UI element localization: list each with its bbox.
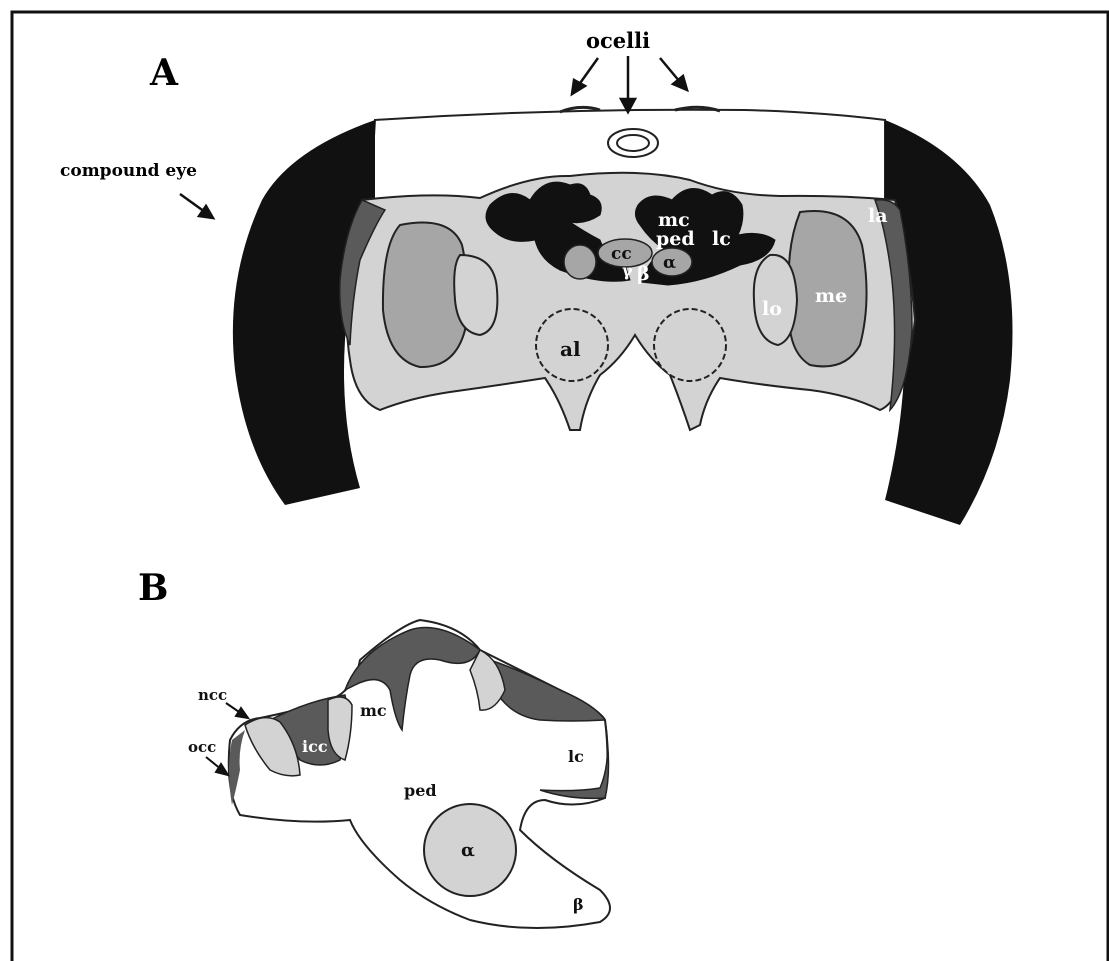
antennal-lobe-right <box>654 309 726 381</box>
label-gamma-a: γ <box>622 261 633 280</box>
label-me: me <box>815 285 847 307</box>
label-la: la <box>868 205 888 227</box>
label-lo: lo <box>762 298 782 320</box>
label-ncc: ncc <box>198 686 227 704</box>
label-occ: occ <box>188 738 216 756</box>
lobula-left <box>454 255 497 335</box>
panel-b-letter: B <box>138 567 168 609</box>
label-alpha-b: α <box>461 840 475 861</box>
label-compound-eye: compound eye <box>60 161 197 181</box>
label-beta-b: β <box>573 895 584 914</box>
label-alpha-a: α <box>663 253 676 273</box>
label-al: al <box>560 337 581 361</box>
label-ocelli: ocelli <box>586 28 650 53</box>
label-lc-a: lc <box>712 228 731 250</box>
label-mc-b: mc <box>360 701 387 720</box>
alpha-lobe-a-left <box>564 245 596 279</box>
panel-a-letter: A <box>149 52 179 94</box>
label-ped-b: ped <box>404 781 437 800</box>
label-lc-b: lc <box>568 747 584 766</box>
label-beta-a: β <box>637 263 650 285</box>
label-ped-a: ped <box>656 228 695 250</box>
label-icc: icc <box>302 737 328 756</box>
